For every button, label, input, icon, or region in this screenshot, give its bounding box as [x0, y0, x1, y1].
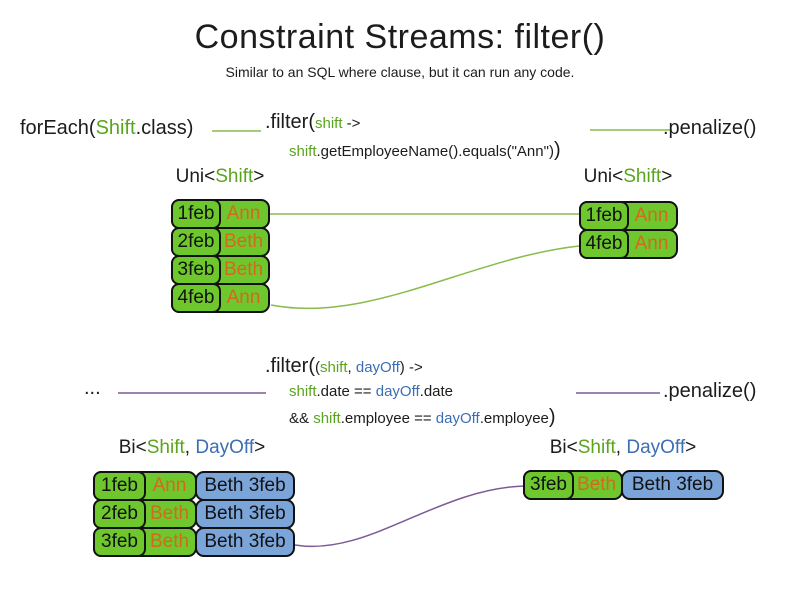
code-penalize-top: .penalize() [663, 117, 757, 139]
date-cell: 1feb [579, 201, 629, 231]
code-filter-top-line1: .filter(shift -> [265, 111, 361, 133]
dayoff-cell: Beth 3feb [195, 499, 295, 529]
shift-type: Shift [95, 117, 136, 139]
table-row: 1feb Ann Beth 3feb [93, 471, 295, 501]
dayoff-param: dayOff [355, 359, 400, 376]
shift-param: shift [315, 115, 343, 132]
wire-bi-row-3feb [294, 485, 525, 548]
date-cell: 2feb [93, 499, 146, 529]
uni-shift-label-right: Uni<Shift> [583, 166, 673, 187]
employee-cell: Beth [223, 231, 264, 252]
date-cell: 3feb [523, 470, 574, 500]
code-foreach: forEach(Shift.class) [20, 117, 194, 139]
page-subtitle: Similar to an SQL where clause, but it c… [225, 64, 575, 80]
employee-cell: Beth [223, 259, 264, 280]
bi-label-right: Bi<Shift, DayOff> [549, 437, 697, 458]
code-filter-bottom-line1: .filter((shift, dayOff) -> [265, 355, 423, 377]
dayoff-cell: Beth 3feb [621, 470, 724, 500]
code-filter-top-line2: shift.getEmployeeName().equals("Ann")) [289, 139, 561, 161]
code-filter-bottom-line3: && shift.employee == dayOff.employee) [289, 406, 556, 428]
page-title: Constraint Streams: filter() [194, 18, 606, 56]
code-penalize-bottom: .penalize() [663, 380, 757, 402]
employee-cell: Ann [634, 205, 669, 226]
code-filter-bottom-line2: shift.date == dayOff.date [289, 383, 454, 400]
bi-label-left: Bi<Shift, DayOff> [118, 437, 266, 458]
employee-cell: Beth [149, 503, 190, 524]
employee-cell: Ann [634, 233, 669, 254]
date-cell: 1feb [171, 199, 221, 229]
dayoff-cell: Beth 3feb [195, 471, 295, 501]
shift-param: shift [320, 359, 348, 376]
employee-cell: Ann [226, 203, 261, 224]
employee-cell: Ann [226, 287, 261, 308]
date-cell: 1feb [93, 471, 146, 501]
employee-cell: Beth [576, 474, 617, 495]
shift-var: shift [289, 143, 317, 160]
date-cell: 2feb [171, 227, 221, 257]
date-cell: 3feb [93, 527, 146, 557]
uni-shift-label-left: Uni<Shift> [175, 166, 265, 187]
date-cell: 4feb [171, 283, 221, 313]
date-cell: 3feb [171, 255, 221, 285]
employee-cell: Ann [152, 475, 187, 496]
employee-cell: Beth [149, 531, 190, 552]
dayoff-cell: Beth 3feb [195, 527, 295, 557]
code-ellipsis: ... [84, 377, 101, 399]
wire-row-4feb [270, 245, 580, 310]
date-cell: 4feb [579, 229, 629, 259]
